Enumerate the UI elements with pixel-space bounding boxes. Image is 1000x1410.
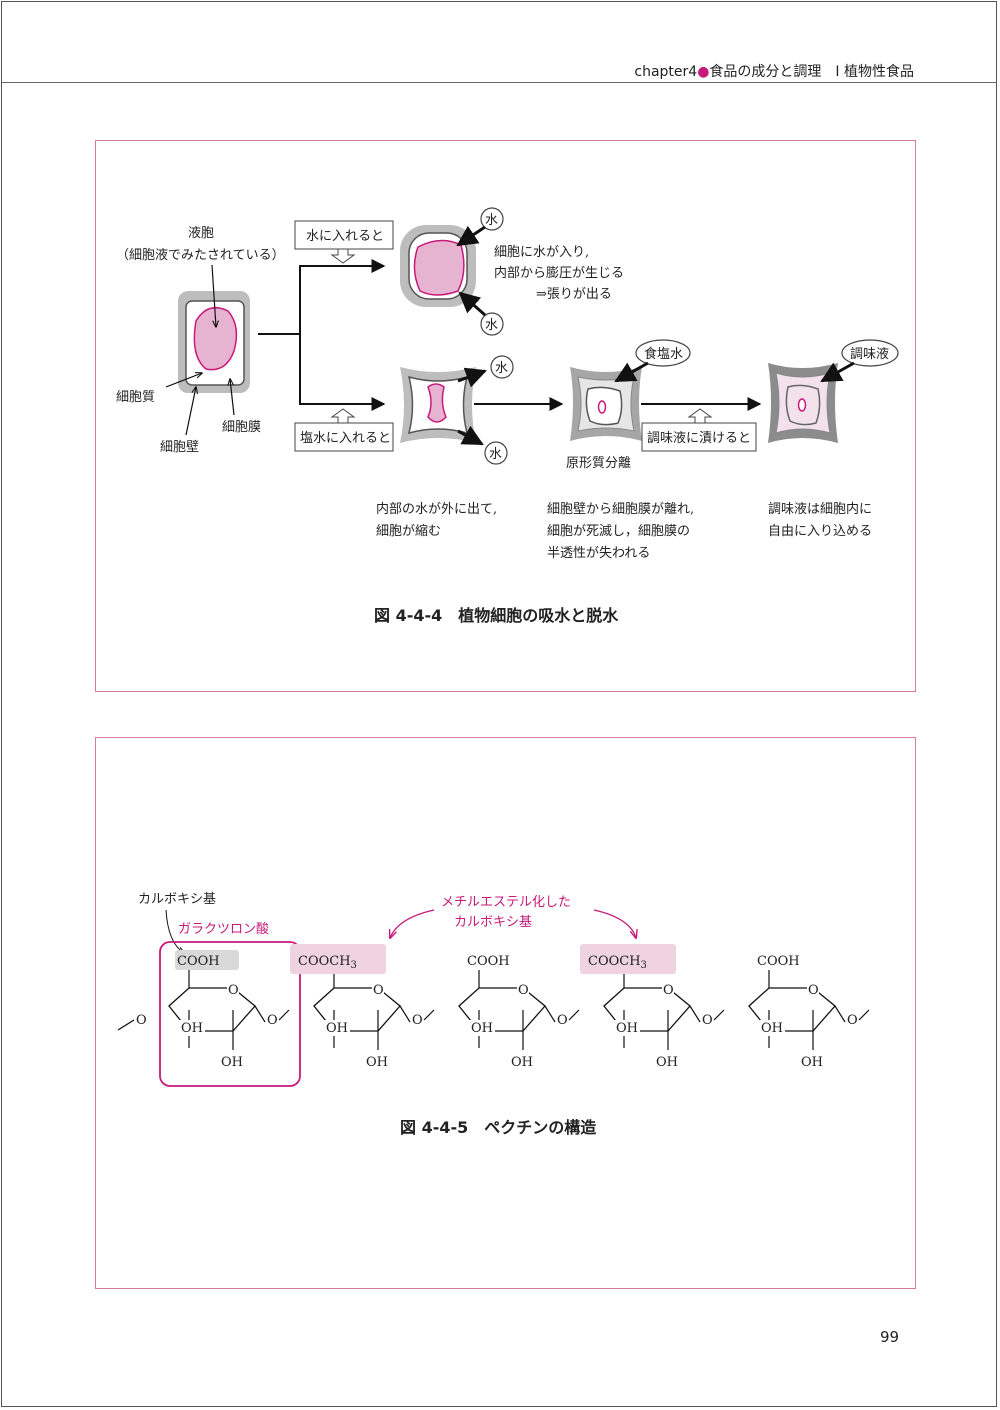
enter-desc-line-2: 自由に入り込める [768,524,872,539]
plasmolysis-cell [570,367,642,441]
ring-oxygen: O [663,983,674,998]
shrunken-cell [400,367,476,443]
hydroxyl-c3: OH [471,1021,493,1036]
cell-membrane-label: 細胞膜 [222,420,261,435]
hydroxyl-c3: OH [326,1021,348,1036]
cooch3-label: COOCH3 [588,954,647,971]
header-rule [2,82,997,83]
shrink-desc-line-1: 内部の水が外に出て, [376,501,497,517]
water-out-mark-1: 水 [495,361,508,376]
methyl-ester-label-line-2: カルボキシ基 [454,915,532,930]
figure-pectin-structure: カルボキシ基 ガラクツロン酸 メチルエステル化した カルボキシ基 OOCOOHO… [117,892,870,1137]
plasmolysis-label: 原形質分離 [566,456,631,471]
cooh-label: COOH [177,954,220,969]
galacturonic-unit-highlight [159,941,301,1087]
cell-wall-label: 細胞壁 [160,440,199,455]
seasoning-condition-box: 調味液に漬けると [647,431,751,446]
shrink-desc-line-2: 細胞が縮む [376,523,441,539]
glycosidic-oxygen: O [702,1013,713,1028]
cooh-label: COOH [757,954,800,969]
ring-oxygen: O [373,983,384,998]
separate-desc-line-3: 半透性が失われる [547,546,650,561]
swell-desc-line-3: ⇒張りが出る [536,287,612,302]
methyl-ester-highlight [290,944,386,974]
cooch3-label: COOCH3 [298,954,357,971]
ring-oxygen: O [228,983,239,998]
hydroxyl-c3: OH [616,1021,638,1036]
vacuole-label: 液胞 [188,226,214,241]
methyl-ester-label-line-1: メチルエステル化した [441,895,571,910]
chapter-title: 食品の成分と調理 [709,64,822,80]
vacuole-shape [193,306,238,371]
enter-desc-line-1: 調味液は細胞内に [768,501,872,517]
saltwater-condition-box: 塩水に入れると [300,431,391,446]
chapter-label: chapter4 [634,64,698,80]
cytoplasm-label: 細胞質 [116,390,155,405]
salt-water-bubble: 食塩水 [644,346,683,362]
figure2-caption: 図 4-4-5 ペクチンの構造 [400,1118,597,1137]
link-oxygen-start: O [136,1013,147,1028]
swollen-cell [400,225,476,307]
galacturonic-unit-1: O COOH OH OH O [168,950,290,1070]
water-in-mark-2: 水 [485,318,498,333]
hydroxyl-c2: OH [366,1055,388,1070]
page-number: 99 [880,1328,900,1346]
seasoned-cell [768,363,838,443]
hydroxyl-c2: OH [656,1055,678,1070]
swell-desc-line-1: 細胞に水が入り, [494,245,589,260]
carboxyl-group-label: カルボキシ基 [138,892,216,907]
seasoning-bubble: 調味液 [850,347,889,362]
ring-oxygen: O [808,983,819,998]
galacturonic-acid-label: ガラクツロン酸 [178,922,269,937]
cooh-label: COOH [467,954,510,969]
normal-cell [178,291,250,393]
hydroxyl-c3: OH [181,1021,203,1036]
chapter-bullet: ● [697,64,710,80]
separate-desc-line-2: 細胞が死滅し，細胞膜の [547,524,690,539]
ring-oxygen: O [518,983,529,998]
vacuole-sublabel: （細胞液でみたされている） [116,248,285,263]
figure1-caption: 図 4-4-4 植物細胞の吸水と脱水 [374,606,619,625]
figure-plant-cell-diagram: 液胞 （細胞液でみたされている） 細胞質 細胞壁 細胞膜 水に入れると 塩水に入… [116,207,899,625]
water-out-mark-2: 水 [489,447,502,462]
hydroxyl-c2: OH [511,1055,533,1070]
glycosidic-oxygen: O [412,1013,423,1028]
figure-plant-cell-frame: 液胞 （細胞液でみたされている） 細胞質 細胞壁 細胞膜 水に入れると 塩水に入… [95,140,916,692]
glycosidic-oxygen: O [847,1013,858,1028]
glycosidic-oxygen: O [557,1013,568,1028]
hydroxyl-c3: OH [761,1021,783,1036]
separate-desc-line-1: 細胞壁から細胞膜が離れ, [547,502,694,517]
water-in-mark-1: 水 [485,213,498,228]
swell-desc-line-2: 内部から膨圧が生じる [494,265,624,281]
galacturonic-unit-3: O COOH OH OH O [458,954,580,1070]
glycosidic-oxygen: O [267,1013,278,1028]
section-label: Ⅰ 植物性食品 [835,64,914,80]
running-head: chapter4●食品の成分と調理 Ⅰ 植物性食品 [634,61,914,81]
methyl-ester-highlight [580,944,676,974]
galacturonic-unit-5: O COOH OH OH O [748,954,870,1070]
carboxyl-highlight [175,950,239,970]
hydroxyl-c2: OH [801,1055,823,1070]
hydroxyl-c2: OH [221,1055,243,1070]
water-condition-box: 水に入れると [306,229,384,244]
